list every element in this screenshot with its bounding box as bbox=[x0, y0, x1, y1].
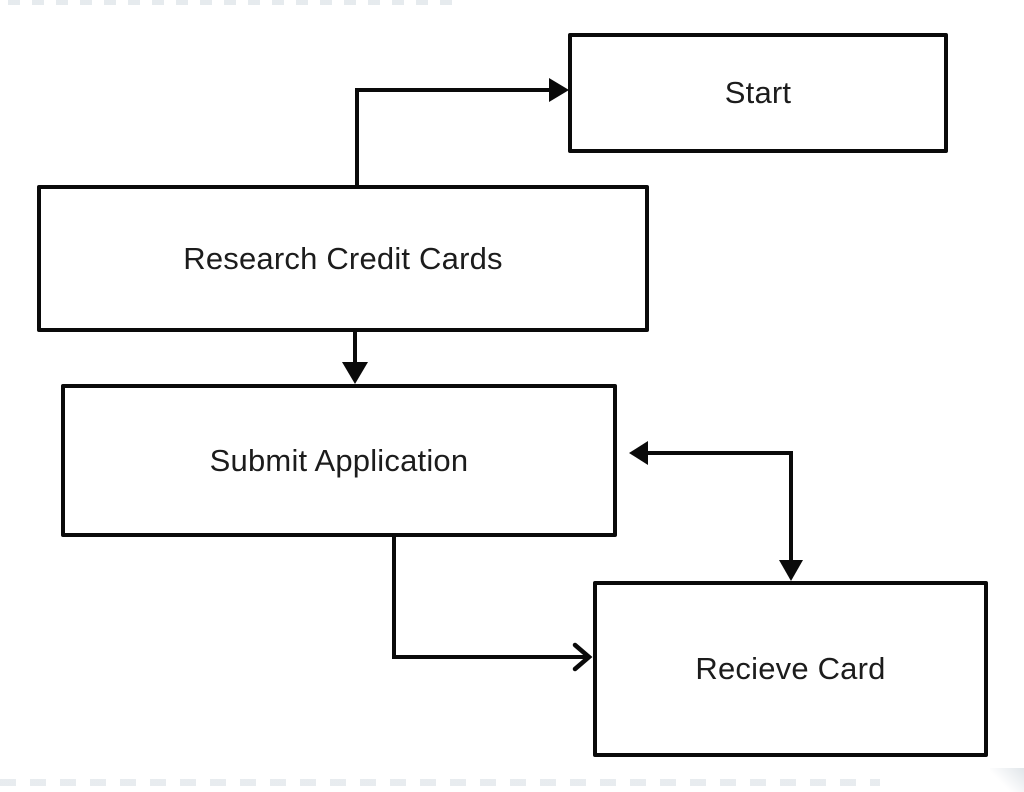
node-research-credit-cards[interactable]: Research Credit Cards bbox=[37, 185, 649, 332]
edge-recieve-to-submit bbox=[629, 441, 803, 581]
node-submit-application-label: Submit Application bbox=[209, 442, 469, 478]
top-edge-artifact bbox=[8, 0, 460, 5]
node-start-label: Start bbox=[724, 75, 792, 110]
node-submit-application[interactable]: Submit Application bbox=[61, 384, 617, 537]
bottom-right-edge-artifact bbox=[990, 768, 1024, 792]
edge-research-to-submit bbox=[342, 332, 368, 384]
node-research-credit-cards-label: Research Credit Cards bbox=[183, 240, 503, 276]
node-start[interactable]: Start bbox=[568, 33, 948, 153]
node-recieve-card[interactable]: Recieve Card bbox=[593, 581, 988, 757]
bottom-edge-artifact bbox=[0, 779, 880, 786]
edge-research-to-start bbox=[355, 78, 569, 185]
node-recieve-card-label: Recieve Card bbox=[695, 651, 886, 686]
edge-submit-to-recieve bbox=[392, 537, 593, 672]
